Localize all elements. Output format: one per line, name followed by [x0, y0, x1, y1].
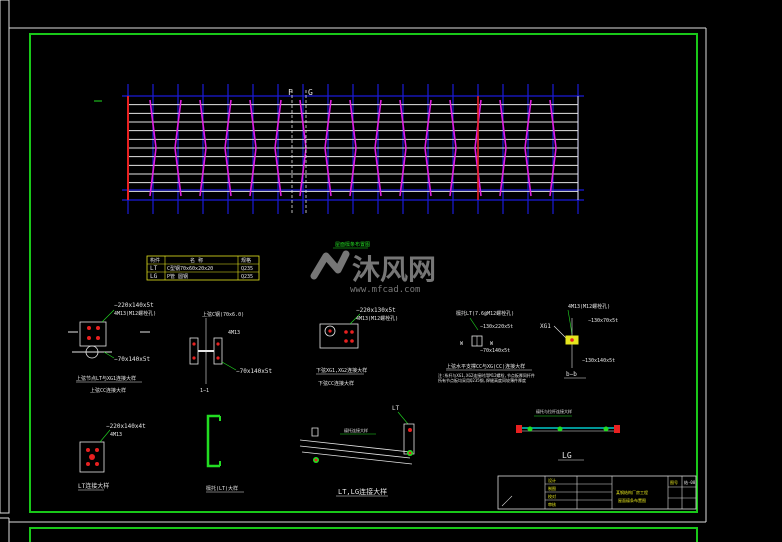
plan-label: 屋面檩条布置图: [335, 241, 370, 248]
d4-caption: 上弦水平支撑CC与XG(CC)连接大样: [446, 363, 525, 370]
title-block: 设计 制图 校对 审核 某钢结构厂房工程 屋面檩条布置图 图号 结-08: [497, 475, 697, 510]
tb-drawing: 屋面檩条布置图: [618, 497, 646, 503]
tie-rod: [524, 99, 532, 197]
table-cell: Q235: [241, 266, 253, 272]
table-header: 规格: [241, 257, 251, 264]
d4-sub: −130x220x5t: [480, 324, 513, 330]
d4-note2: 所有节点板均采用Q235钢,焊缝高度同较薄件厚度: [438, 377, 526, 383]
d2-top: 上弦C钢(70x6.0): [202, 311, 244, 318]
detail-1-1-section: 上弦C钢(70x6.0) 4M13 −70x140x5t 1−1: [189, 311, 273, 394]
tie-rod: [149, 99, 157, 197]
detail-c-purlin-support: 檩托(LT)大样: [206, 414, 244, 493]
tie-rod: [274, 99, 282, 197]
tie-rod: [499, 99, 507, 197]
tie-rod: [324, 99, 332, 197]
d1-caption: 上弦节点LT与XG1连接大样: [76, 375, 136, 382]
d3-sub: 4M13(M12螺栓孔): [356, 315, 398, 322]
d5-dim2: −130x140x5t: [582, 358, 615, 364]
tie-rod: [174, 99, 182, 197]
d6-sub: 4M13: [110, 432, 122, 438]
sheet-borders: [0, 0, 707, 542]
tb-no: 结-08: [684, 479, 696, 485]
tie-rod: [224, 99, 232, 197]
tie-rod: [374, 99, 382, 197]
tie-rod: [349, 99, 357, 197]
tb-project: 某钢结构厂房工程: [616, 489, 648, 495]
detail-lt-xg1: −220x140x5t 4M13(M12螺栓孔) −70x140x5t 上弦节点…: [68, 302, 156, 394]
d2-label: 1−1: [200, 388, 209, 394]
d9-label: 檩托与拉杆连接大样: [536, 408, 572, 414]
tie-rod: [549, 99, 557, 197]
watermark-logo: [310, 250, 350, 280]
roof-purlin-plan: [122, 84, 584, 214]
member-table: 构件 名 称 规格 LT C型钢70x60x20x20 Q235 LG P管 圆…: [146, 255, 260, 281]
axis-f-label: F: [288, 88, 293, 97]
d4-b: W: [490, 341, 494, 347]
d8-top: LT: [392, 405, 400, 412]
table-cell: P管 圆钢: [167, 273, 188, 280]
tb-row: 制图: [548, 485, 556, 491]
detail-xg1-xg2: −220x130x5t 4M13(M12螺栓孔) 下弦XG1,XG2连接大样 下…: [316, 307, 398, 387]
tie-rod: [249, 99, 257, 197]
d9-caption: LG: [562, 451, 572, 460]
next-sheet-frame: [29, 527, 698, 542]
tb-row: 设计: [548, 477, 556, 483]
d8-caption: LT,LG连接大样: [338, 487, 387, 496]
d1-sub: 4M13(M12螺栓孔): [114, 310, 156, 317]
d2-bolt: 4M13: [228, 330, 240, 336]
d3-caption: 下弦XG1,XG2连接大样: [316, 367, 367, 374]
d3-callout: −220x130x5t: [356, 307, 396, 314]
tb-row: 校对: [548, 493, 556, 499]
d5-top: 4M13(M12螺栓孔): [568, 303, 610, 310]
watermark-url: www.mfcad.com: [350, 285, 420, 295]
table-header: 名 称: [190, 257, 203, 264]
detail-b-b: 4M13(M12螺栓孔) XG1 −130x70x5t −130x140x5t …: [540, 303, 618, 379]
watermark: 沐风网 www.mfcad.com: [310, 250, 436, 295]
detail-lg-rod: 檩托与拉杆连接大样 LG: [516, 408, 620, 461]
d6-caption: LT连接大样: [78, 482, 109, 490]
d8-label: 檩托连接大样: [344, 427, 368, 433]
tie-rod: [399, 99, 407, 197]
d5-caption: b−b: [566, 371, 577, 378]
tb-row: 审核: [548, 501, 556, 507]
detail-lt-lg: LT 檩托连接大样 LT,LG连接大样: [299, 405, 415, 497]
tie-rod: [449, 99, 457, 197]
d1-plate: −70x140x5t: [114, 356, 151, 363]
d5-label: XG1: [540, 323, 551, 330]
table-cell: LT: [150, 265, 158, 272]
table-cell: Q235: [241, 274, 253, 280]
watermark-text: 沐风网: [352, 253, 436, 286]
detail-cc-xg: 檩托LT(7.6@M12螺栓孔) −130x220x5t W W −70x140…: [438, 310, 535, 383]
d4-dim: −70x140x5t: [480, 348, 510, 354]
d1-callout: −220x140x5t: [114, 302, 154, 309]
tie-rod: [474, 99, 482, 197]
d4-a: W: [460, 341, 464, 347]
tb-no-label: 图号: [670, 479, 678, 485]
d5-dim: −130x70x5t: [588, 318, 618, 324]
d4-note1: 注:系杆与XG1,XG2连接时用M12螺栓,节点板厚同杆件: [438, 372, 535, 378]
table-cell: C型钢70x60x20x20: [167, 265, 213, 272]
table-cell: LG: [150, 273, 158, 280]
drawing-frame: [29, 33, 698, 513]
detail-lt: −220x140x4t 4M13 LT连接大样: [78, 423, 146, 491]
tie-rod: [199, 99, 207, 197]
d4-top: 檩托LT(7.6@M12螺栓孔): [456, 310, 514, 317]
d1-caption2: 上弦CC连接大样: [90, 387, 126, 394]
d2-plate: −70x140x5t: [236, 368, 273, 375]
table-header: 构件: [150, 257, 160, 264]
d7-caption: 檩托(LT)大样: [206, 485, 238, 492]
tie-rod: [424, 99, 432, 197]
d6-callout: −220x140x4t: [106, 423, 146, 430]
axis-g-label: G: [308, 88, 313, 97]
d3-caption2: 下弦CC连接大样: [318, 380, 354, 387]
